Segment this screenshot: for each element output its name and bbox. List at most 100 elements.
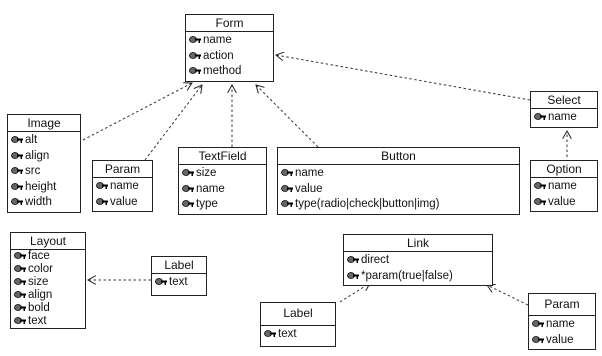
attribute: name xyxy=(534,179,594,195)
attribute-key-icon xyxy=(11,182,23,191)
attribute-key-icon xyxy=(182,199,194,208)
attribute-label: name xyxy=(196,182,225,195)
class-title: Param xyxy=(93,161,152,178)
attribute-key-icon xyxy=(281,199,293,208)
attribute-label: name xyxy=(548,111,577,123)
class-attributes: name value xyxy=(529,316,595,349)
attribute: type xyxy=(182,197,263,213)
attribute-label: *param(true|false) xyxy=(361,269,453,282)
attribute-key-icon xyxy=(264,329,276,338)
attribute-label: align xyxy=(25,149,50,162)
attribute-label: height xyxy=(25,180,57,193)
class-attributes: size name type xyxy=(179,165,266,214)
attribute: name xyxy=(532,317,592,333)
attribute-key-icon xyxy=(11,166,23,175)
attribute-label: text xyxy=(278,328,297,340)
attribute-label: color xyxy=(28,263,53,275)
class-button[interactable]: Button name value type(radio|check|butto… xyxy=(277,147,520,215)
attribute-key-icon xyxy=(14,264,26,273)
class-label-top[interactable]: Label text xyxy=(151,256,207,296)
attribute-key-icon xyxy=(534,197,546,206)
attribute-key-icon xyxy=(14,277,26,286)
class-option[interactable]: Option name value xyxy=(530,160,598,212)
class-attributes: direct *param(true|false) xyxy=(344,252,492,285)
attribute-label: size xyxy=(196,167,217,179)
attribute: type(radio|check|button|img) xyxy=(281,197,516,213)
attribute-key-icon xyxy=(11,151,23,160)
class-title: Label xyxy=(152,257,206,274)
attribute-key-icon xyxy=(189,35,201,44)
attribute-label: type xyxy=(196,198,218,210)
attribute-label: value xyxy=(295,182,323,195)
class-param-bottom[interactable]: Param name value xyxy=(528,293,596,350)
class-attributes: name value xyxy=(531,178,597,211)
attribute-key-icon xyxy=(182,168,194,177)
attribute-label: text xyxy=(169,276,188,288)
attribute-label: align xyxy=(28,289,53,301)
class-attributes: name action method xyxy=(186,32,273,81)
attribute-label: action xyxy=(203,49,234,62)
attribute-label: face xyxy=(28,250,50,262)
attribute-label: value xyxy=(110,195,138,208)
attribute-key-icon xyxy=(347,271,359,280)
attribute: method xyxy=(189,64,270,80)
class-attributes: text xyxy=(152,274,206,295)
attribute: text xyxy=(264,327,332,343)
attribute-label: size xyxy=(28,276,49,288)
attribute-label: alt xyxy=(25,134,38,146)
attribute-key-icon xyxy=(11,135,23,144)
attribute-label: type(radio|check|button|img) xyxy=(295,198,440,210)
attribute: name xyxy=(189,33,270,49)
attribute-label: name xyxy=(110,180,139,192)
class-form[interactable]: Form name action method xyxy=(185,14,274,82)
attribute: height xyxy=(11,180,77,196)
class-textfield[interactable]: TextField size name type xyxy=(178,147,267,215)
attribute: width xyxy=(11,195,77,211)
attribute-label: name xyxy=(548,180,577,192)
attribute-label: name xyxy=(203,34,232,46)
attribute: face xyxy=(14,250,82,263)
attribute: value xyxy=(532,333,592,349)
attribute: bold xyxy=(14,302,82,315)
attribute-key-icon xyxy=(189,51,201,60)
attribute-key-icon xyxy=(532,335,544,344)
attribute-label: name xyxy=(546,318,575,330)
class-title: TextField xyxy=(179,148,266,165)
attribute-key-icon xyxy=(182,184,194,193)
arrow-image-to-form xyxy=(82,83,192,141)
attribute: name xyxy=(182,182,263,198)
class-title: Button xyxy=(278,148,519,165)
attribute: alt xyxy=(11,133,77,149)
class-link[interactable]: Link direct *param(true|false) xyxy=(343,234,493,286)
class-title: Param xyxy=(529,294,595,316)
class-attributes: alt align src height width xyxy=(8,132,80,212)
arrow-button-to-form xyxy=(256,85,319,148)
attribute: text xyxy=(14,315,82,328)
attribute: name xyxy=(281,166,516,182)
class-title: Label xyxy=(261,303,335,326)
class-select[interactable]: Select name xyxy=(530,91,598,128)
attribute-key-icon xyxy=(532,319,544,328)
attribute-key-icon xyxy=(534,181,546,190)
attribute-key-icon xyxy=(281,184,293,193)
attribute-key-icon xyxy=(11,197,23,206)
attribute-label: bold xyxy=(28,302,50,314)
class-image[interactable]: Image alt align src height width xyxy=(7,114,81,213)
class-layout[interactable]: Layout face color size align bold text xyxy=(10,232,86,329)
class-title: Layout xyxy=(11,233,85,250)
attribute-key-icon xyxy=(189,66,201,75)
attribute: color xyxy=(14,263,82,276)
attribute-key-icon xyxy=(14,251,26,260)
class-label-bottom[interactable]: Label text xyxy=(260,302,336,347)
attribute: size xyxy=(182,166,263,182)
attribute-key-icon xyxy=(96,181,108,190)
attribute-label: src xyxy=(25,165,41,177)
attribute-key-icon xyxy=(96,197,108,206)
attribute: align xyxy=(11,149,77,165)
class-param-top[interactable]: Param name value xyxy=(92,160,153,212)
attribute-label: name xyxy=(295,167,324,179)
attribute-label: value xyxy=(548,195,576,208)
attribute: src xyxy=(11,164,77,180)
arrow-label-to-link xyxy=(339,283,370,303)
